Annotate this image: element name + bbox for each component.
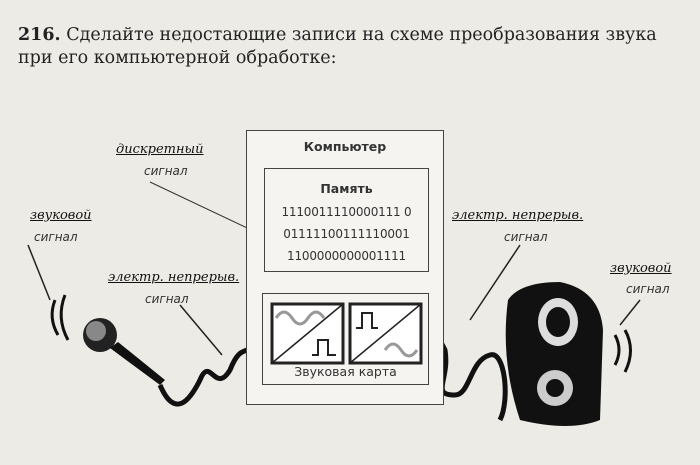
memory-line: 1110011110000111 0: [281, 205, 412, 219]
sound-card-label: Звуковая карта: [294, 364, 397, 379]
electric-right-printed: сигнал: [504, 230, 548, 244]
task-body: Сделайте недостающие записи на схеме пре…: [18, 25, 657, 68]
electric-left-arrow: [179, 304, 223, 356]
task-text: 216. Сделайте недостающие записи на схем…: [18, 24, 688, 70]
sound-right-handwritten: звуковой: [610, 261, 672, 276]
microphone-icon: [50, 294, 165, 385]
sound-right-printed: сигнал: [626, 282, 670, 296]
speaker-icon: [505, 282, 632, 426]
task-number: 216.: [18, 25, 61, 45]
sound-left-printed: сигнал: [34, 230, 78, 244]
computer-label: Компьютер: [303, 139, 387, 154]
memory-label: Память: [320, 181, 373, 196]
adc-icon: [270, 302, 345, 365]
memory-box: Память 1110011110000111 0 01111100111110…: [264, 168, 429, 272]
sound-right-arrow: [619, 299, 641, 326]
memory-line: 1100000000001111: [287, 249, 406, 263]
memory-line: 01111100111110001: [283, 227, 410, 241]
discrete-handwritten: дискретный: [116, 142, 204, 157]
sound-left-handwritten: звуковой: [30, 208, 92, 223]
discrete-printed: сигнал: [144, 164, 188, 178]
dac-icon: [348, 302, 423, 365]
electric-right-handwritten: электр. непрерыв.: [452, 208, 584, 223]
electric-left-handwritten: электр. непрерыв.: [108, 270, 240, 285]
electric-left-printed: сигнал: [145, 292, 189, 306]
sound-left-arrow: [27, 244, 51, 301]
electric-right-arrow: [469, 244, 521, 321]
